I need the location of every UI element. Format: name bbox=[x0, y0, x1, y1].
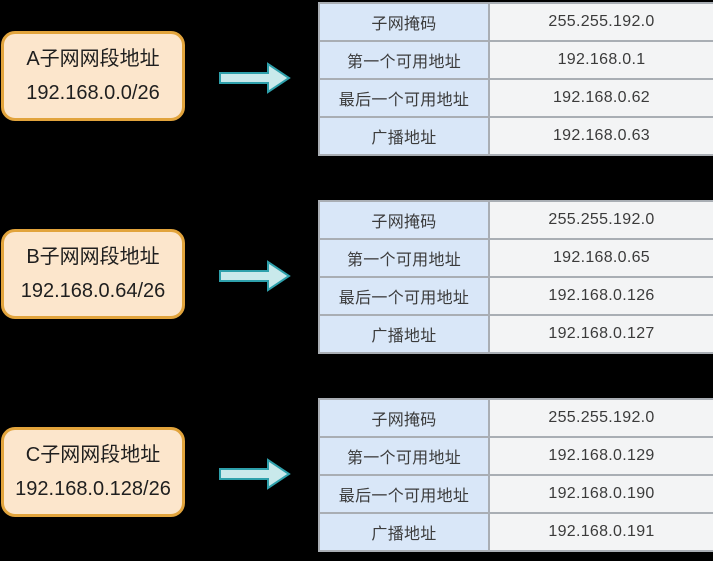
subnet-callout: C子网网段地址 192.168.0.128/26 bbox=[1, 427, 185, 517]
subnet-table: 子网掩码 255.255.192.0 第一个可用地址 192.168.0.129… bbox=[318, 398, 713, 552]
row-value-cell: 255.255.192.0 bbox=[490, 400, 713, 436]
subnet-group-b: B子网网段地址 192.168.0.64/26 子网掩码 255.255.192… bbox=[0, 198, 713, 360]
row-label-cell: 最后一个可用地址 bbox=[320, 278, 490, 314]
table-row: 第一个可用地址 192.168.0.65 bbox=[320, 240, 713, 278]
row-label-cell: 最后一个可用地址 bbox=[320, 476, 490, 512]
subnet-callout-title: A子网网段地址 bbox=[26, 48, 160, 70]
row-value-cell: 255.255.192.0 bbox=[490, 202, 713, 238]
table-row: 子网掩码 255.255.192.0 bbox=[320, 4, 713, 42]
table-row: 第一个可用地址 192.168.0.1 bbox=[320, 42, 713, 80]
subnet-callout: B子网网段地址 192.168.0.64/26 bbox=[1, 229, 185, 319]
table-row: 第一个可用地址 192.168.0.129 bbox=[320, 438, 713, 476]
row-value-cell: 192.168.0.1 bbox=[490, 42, 713, 78]
row-value-cell: 192.168.0.191 bbox=[490, 514, 713, 550]
row-label-cell: 第一个可用地址 bbox=[320, 240, 490, 276]
table-row: 子网掩码 255.255.192.0 bbox=[320, 202, 713, 240]
table-row: 最后一个可用地址 192.168.0.62 bbox=[320, 80, 713, 118]
subnet-group-c: C子网网段地址 192.168.0.128/26 子网掩码 255.255.19… bbox=[0, 396, 713, 558]
table-row: 最后一个可用地址 192.168.0.190 bbox=[320, 476, 713, 514]
row-value-cell: 192.168.0.65 bbox=[490, 240, 713, 276]
row-label-cell: 最后一个可用地址 bbox=[320, 80, 490, 116]
row-value-cell: 192.168.0.129 bbox=[490, 438, 713, 474]
subnet-callout-title: C子网网段地址 bbox=[25, 444, 161, 466]
row-label-cell: 第一个可用地址 bbox=[320, 42, 490, 78]
row-label-cell: 广播地址 bbox=[320, 118, 490, 154]
row-label-cell: 第一个可用地址 bbox=[320, 438, 490, 474]
subnet-group-a: A子网网段地址 192.168.0.0/26 子网掩码 255.255.192.… bbox=[0, 0, 713, 162]
row-label-cell: 子网掩码 bbox=[320, 4, 490, 40]
row-value-cell: 192.168.0.62 bbox=[490, 80, 713, 116]
row-value-cell: 255.255.192.0 bbox=[490, 4, 713, 40]
table-row: 子网掩码 255.255.192.0 bbox=[320, 400, 713, 438]
table-row: 最后一个可用地址 192.168.0.126 bbox=[320, 278, 713, 316]
subnet-callout-title: B子网网段地址 bbox=[26, 246, 160, 268]
subnet-callout: A子网网段地址 192.168.0.0/26 bbox=[1, 31, 185, 121]
subnet-table: 子网掩码 255.255.192.0 第一个可用地址 192.168.0.1 最… bbox=[318, 2, 713, 156]
row-value-cell: 192.168.0.63 bbox=[490, 118, 713, 154]
arrow-right-icon bbox=[219, 62, 291, 94]
table-row: 广播地址 192.168.0.63 bbox=[320, 118, 713, 156]
subnet-table: 子网掩码 255.255.192.0 第一个可用地址 192.168.0.65 … bbox=[318, 200, 713, 354]
row-value-cell: 192.168.0.126 bbox=[490, 278, 713, 314]
table-row: 广播地址 192.168.0.127 bbox=[320, 316, 713, 354]
row-label-cell: 子网掩码 bbox=[320, 202, 490, 238]
arrow-right-icon bbox=[219, 260, 291, 292]
row-label-cell: 广播地址 bbox=[320, 316, 490, 352]
subnet-callout-address: 192.168.0.128/26 bbox=[15, 478, 171, 500]
row-value-cell: 192.168.0.190 bbox=[490, 476, 713, 512]
subnet-callout-address: 192.168.0.0/26 bbox=[26, 82, 160, 104]
row-label-cell: 广播地址 bbox=[320, 514, 490, 550]
row-value-cell: 192.168.0.127 bbox=[490, 316, 713, 352]
row-label-cell: 子网掩码 bbox=[320, 400, 490, 436]
table-row: 广播地址 192.168.0.191 bbox=[320, 514, 713, 552]
subnet-callout-address: 192.168.0.64/26 bbox=[20, 280, 166, 302]
arrow-right-icon bbox=[219, 458, 291, 490]
